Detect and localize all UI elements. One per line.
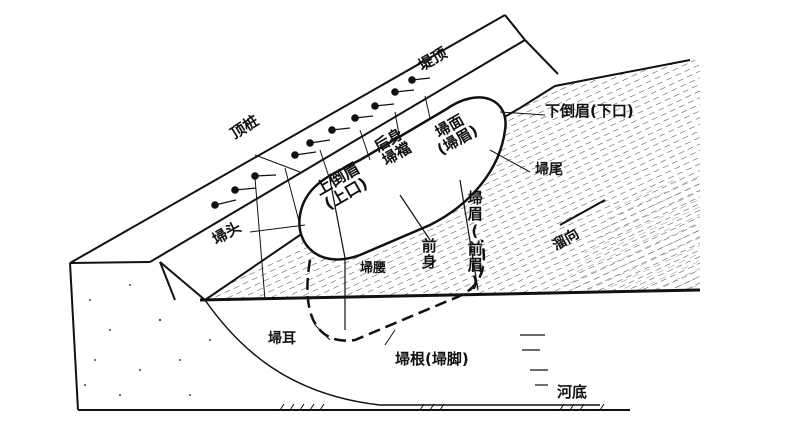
leader-lines xyxy=(249,111,546,346)
label-waist: 埽腰 xyxy=(360,261,387,276)
water-line xyxy=(199,288,701,302)
stake-guides xyxy=(254,95,431,301)
dike-body xyxy=(69,14,630,411)
label-front-body: 前身 xyxy=(419,238,438,270)
label-root: 埽根(埽脚) xyxy=(395,350,469,368)
top-stakes xyxy=(211,76,431,209)
label-riverbed: 河底 xyxy=(557,383,588,401)
label-tail: 埽尾 xyxy=(535,162,563,178)
label-ear: 埽耳 xyxy=(268,331,296,347)
current-arrow xyxy=(559,199,606,226)
earth-stipple xyxy=(84,284,211,396)
sweep-lines xyxy=(329,179,479,330)
water-dashes xyxy=(520,334,548,386)
riverbed-hatch xyxy=(279,403,605,411)
sweep-underwater-outline xyxy=(306,239,486,342)
underwater-slope xyxy=(204,299,600,406)
slope-edge xyxy=(204,59,691,301)
sweep-body xyxy=(298,96,507,261)
label-lower-corner: 下倒眉(下口) xyxy=(545,102,634,120)
label-front-eyebrow: 埽眉(前眉) xyxy=(465,190,484,292)
